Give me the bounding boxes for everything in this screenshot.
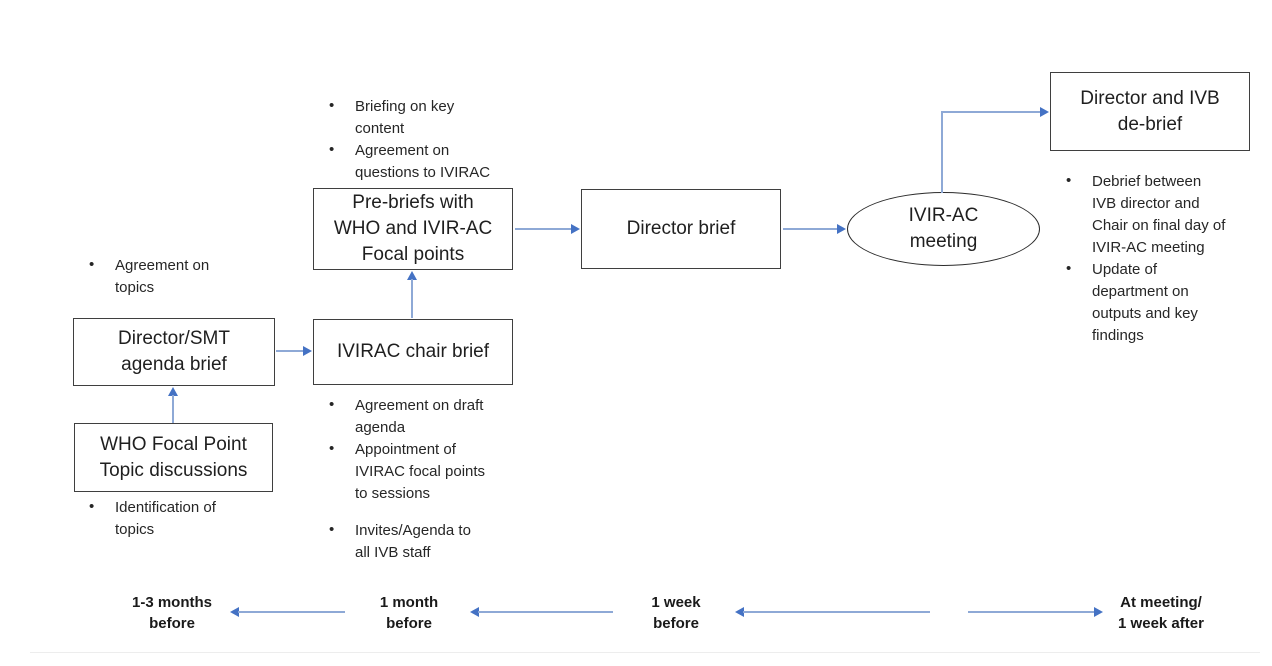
bullet-item: Debrief between IVB director and Chair o… [1062, 170, 1267, 259]
node-label: Director/SMT agenda brief [118, 328, 230, 375]
bullet-item: Update of department on outputs and key … [1062, 258, 1267, 347]
arrowhead-right-icon [1040, 107, 1049, 117]
pre-brief-notes-list: Briefing on key content Agreement on que… [325, 95, 525, 184]
arrow-director-brief-to-meeting [783, 224, 846, 234]
timeline-arrow-to-1-3-months [230, 607, 345, 617]
timeline-label-1-3-months-before: 1-3 months before [131, 594, 212, 632]
bullet-item: Agreement on questions to IVIRAC [325, 139, 525, 184]
node-label: Director and IVB de-brief [1080, 87, 1220, 135]
node-pre-briefs-focal-points: Pre-briefs with WHO and IVIR-AC Focal po… [313, 188, 513, 270]
arrow-chair-to-prebriefs [407, 271, 417, 318]
bullet-item: Invites/Agenda to all IVB staff [325, 519, 525, 564]
node-director-smt-agenda-brief: Director/SMT agenda brief [73, 318, 275, 386]
arrowhead-left-icon [470, 607, 479, 617]
identification-topics-list: Identification of topics [85, 496, 260, 541]
debrief-notes-list: Debrief between IVB director and Chair o… [1062, 170, 1267, 347]
node-label: WHO Focal Point Topic discussions [99, 433, 248, 481]
chair-brief-notes-list: Agreement on draft agenda Appointment of… [325, 394, 525, 564]
arrow-smt-to-chair [276, 346, 312, 356]
timeline-arrow-to-at-meeting [968, 607, 1103, 617]
node-label: Director brief [626, 218, 736, 239]
bullet-item: Appointment of IVIRAC focal points to se… [325, 438, 525, 505]
bullet-item: Agreement on topics [85, 254, 250, 299]
node-director-brief: Director brief [581, 189, 781, 269]
timeline-label-at-meeting-1-week-after: At meeting/ 1 week after [1118, 594, 1204, 632]
node-who-focal-point-topic-discussions: WHO Focal Point Topic discussions [74, 423, 273, 492]
arrowhead-left-icon [230, 607, 239, 617]
arrowhead-right-icon [1094, 607, 1103, 617]
slide-bottom-edge [30, 652, 1260, 653]
arrowhead-right-icon [837, 224, 846, 234]
arrow-prebriefs-to-director-brief [515, 224, 580, 234]
arrowhead-right-icon [303, 346, 312, 356]
bullet-item: Briefing on key content [325, 95, 525, 140]
bullet-item: Identification of topics [85, 496, 260, 541]
arrowhead-right-icon [571, 224, 580, 234]
timeline-arrow-to-1-month [470, 607, 613, 617]
arrowhead-up-icon [168, 387, 178, 396]
arrowhead-up-icon [407, 271, 417, 280]
arrowhead-left-icon [735, 607, 744, 617]
bullet-item: Agreement on draft agenda [325, 394, 525, 439]
node-label: IVIRAC chair brief [336, 341, 490, 362]
node-label: Pre-briefs with WHO and IVIR-AC Focal po… [333, 192, 493, 265]
arrow-meeting-to-debrief [937, 107, 1049, 193]
node-ivirac-chair-brief: IVIRAC chair brief [313, 319, 513, 385]
timeline-label-1-week-before: 1 week before [651, 594, 701, 632]
timeline-label-1-month-before: 1 month before [379, 594, 439, 632]
agreement-topics-list: Agreement on topics [85, 254, 250, 299]
node-ivir-ac-meeting: IVIR-AC meeting [847, 192, 1040, 266]
arrow-who-to-smt [168, 387, 178, 423]
timeline-arrow-to-1-week [735, 607, 930, 617]
node-director-ivb-debrief: Director and IVB de-brief [1050, 72, 1250, 151]
node-label: IVIR-AC meeting [908, 205, 979, 252]
